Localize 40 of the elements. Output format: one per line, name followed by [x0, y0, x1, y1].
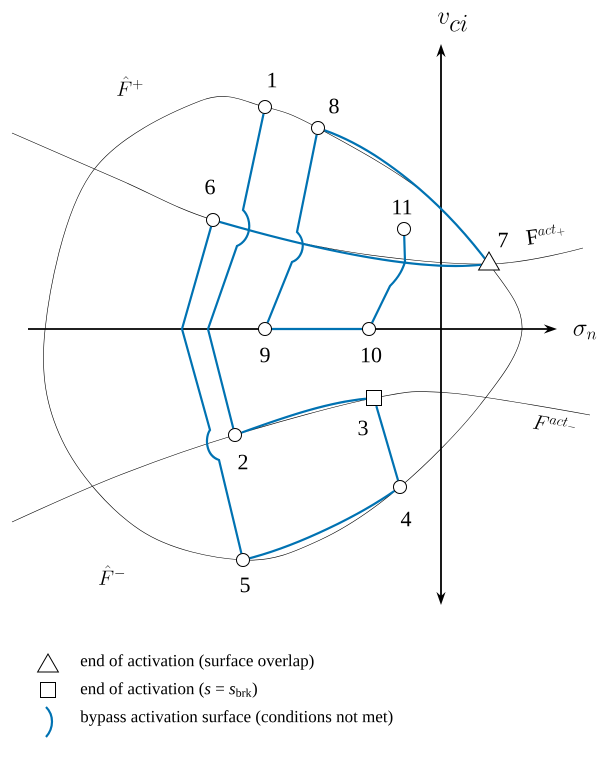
point-marker [228, 428, 242, 442]
point-number: 11 [393, 200, 412, 214]
point-number: 1 [268, 72, 276, 88]
point-number: 6 [205, 180, 215, 194]
curve-label: $F^{act_{-}}$ [532, 415, 575, 430]
point-number: 4 [400, 512, 412, 526]
legend-text: bypass activation surface (conditions not met) [80, 710, 392, 726]
point-marker [258, 322, 272, 336]
path-segment [219, 220, 482, 267]
axis-label: $v_{ci}$ [438, 12, 467, 32]
point-number: 8 [329, 98, 339, 114]
path-segment [180, 226, 242, 554]
point-number: 3 [358, 420, 368, 436]
axis-label: $\sigma_{n}$ [574, 324, 596, 340]
legend-text: end of activation (s = s$_{brk}$) [80, 682, 257, 698]
point-marker [397, 222, 411, 236]
point-number: 7 [498, 232, 508, 248]
point-marker [258, 100, 272, 114]
point-marker [206, 213, 220, 227]
point-marker [362, 322, 376, 336]
point-marker [311, 121, 325, 135]
point-marker [236, 553, 250, 567]
path-segment [241, 398, 366, 434]
point-number: 9 [260, 348, 270, 362]
path-segment [375, 406, 400, 481]
point-marker [393, 480, 407, 494]
curve-label: $\hat{F}^{+}$ [117, 76, 142, 96]
point-number: 5 [240, 578, 250, 592]
path-segment [371, 236, 406, 324]
curve-label: $\mathrm{F}^{act_{+}}$ [526, 224, 564, 245]
point-number: 2 [238, 454, 248, 470]
square-marker [366, 390, 382, 406]
path-segment [249, 490, 395, 560]
point-number: 10 [362, 348, 382, 362]
path-segment [206, 114, 265, 428]
curve-label: $\hat{F}^{-}$ [99, 565, 124, 585]
legend-text: end of activation (surface overlap) [80, 654, 314, 670]
path-segment [272, 328, 362, 330]
path-segment [324, 129, 486, 260]
path-segment [266, 134, 318, 323]
